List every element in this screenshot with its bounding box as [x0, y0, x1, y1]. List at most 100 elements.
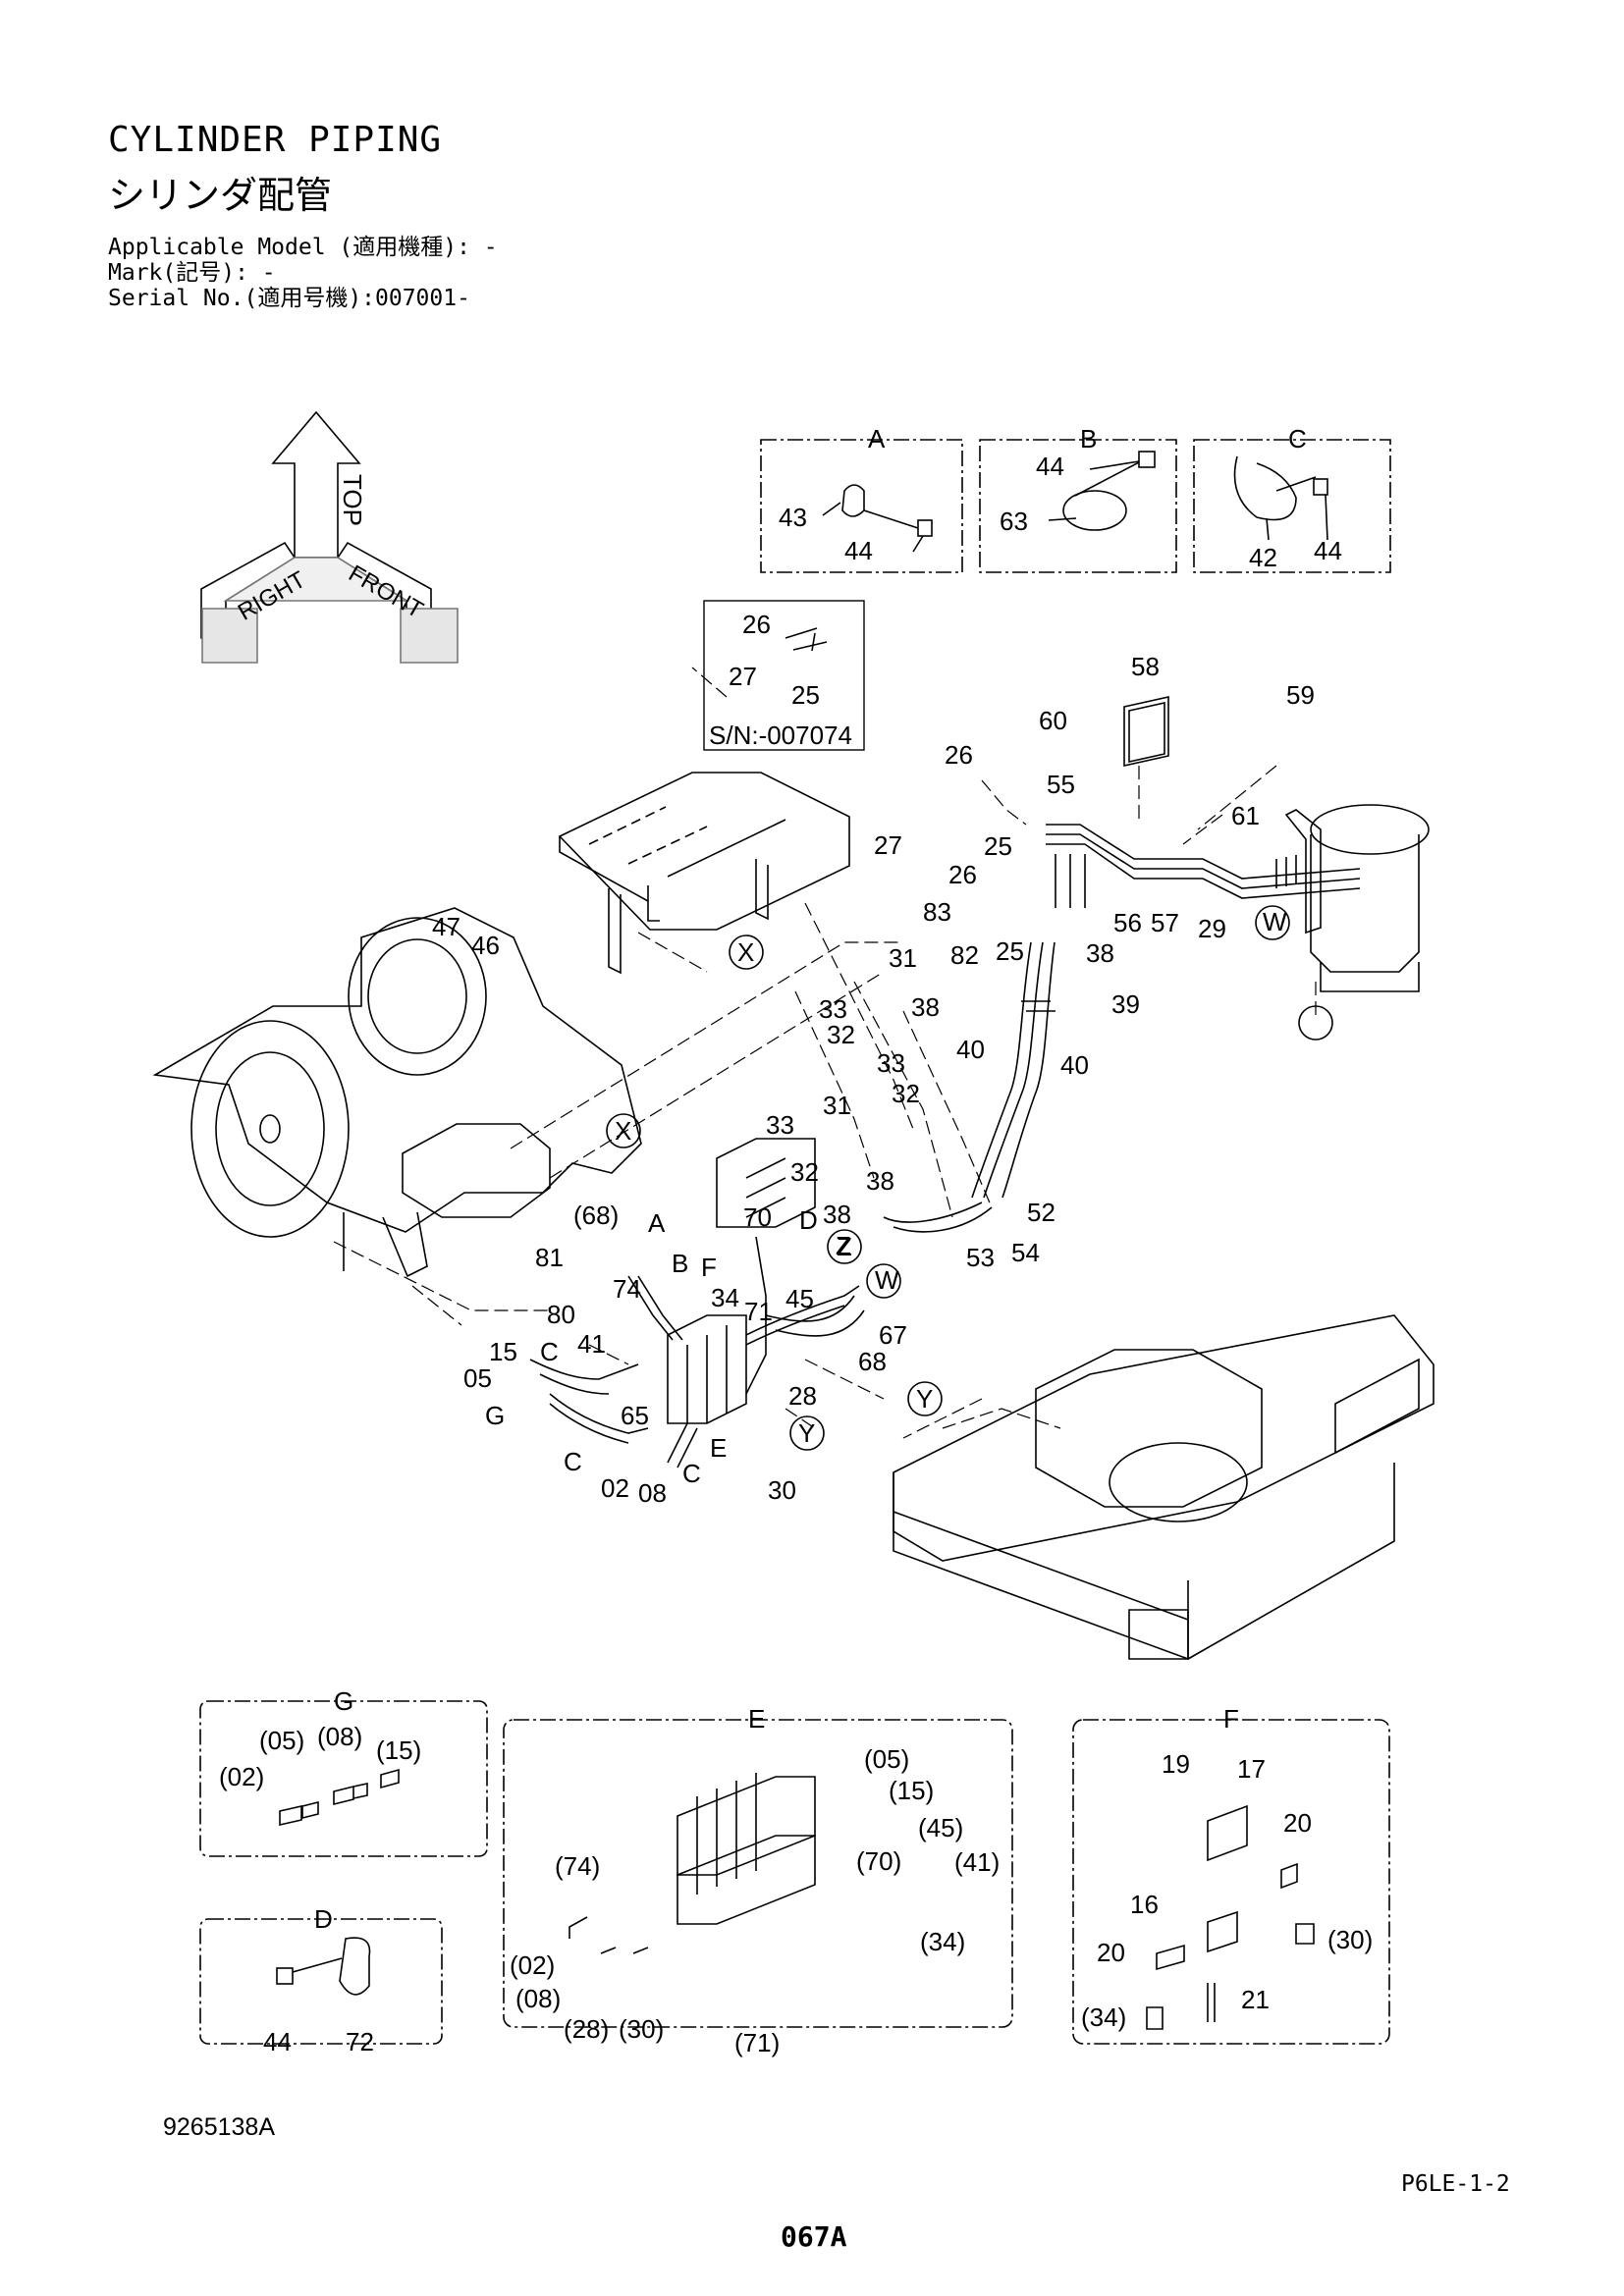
box-b-title: B: [1080, 424, 1097, 454]
callout: 53: [966, 1243, 995, 1272]
callout: 55: [1047, 770, 1075, 799]
callout: 26: [948, 860, 977, 889]
callout: 32: [892, 1079, 920, 1108]
callout: (08): [515, 1984, 561, 2013]
callout: Y: [798, 1418, 815, 1448]
callout: (30): [619, 2014, 664, 2044]
callout: Z: [836, 1231, 851, 1260]
callout: 15: [489, 1337, 517, 1366]
callout: (08): [317, 1722, 362, 1751]
callout: 42: [1249, 543, 1277, 572]
detail-box-g: [199, 1700, 488, 1857]
callout: 44: [263, 2027, 292, 2056]
callout: (34): [920, 1927, 965, 1956]
callout: (15): [376, 1735, 421, 1765]
page-number: 067A: [781, 2220, 847, 2253]
leader-lines: [333, 667, 1317, 1439]
filter-58: [1123, 696, 1169, 767]
detail-box-c: [1193, 439, 1391, 573]
callout: D: [799, 1205, 818, 1235]
callout: 61: [1231, 801, 1260, 830]
callout: 60: [1039, 706, 1067, 735]
orientation-top: TOP: [338, 474, 367, 526]
chassis-frame: [893, 1314, 1435, 1661]
callout: 57: [1151, 908, 1179, 937]
callout: X: [737, 937, 754, 967]
callout: 25: [791, 680, 820, 710]
callout: C: [540, 1337, 559, 1366]
applicable-model: Applicable Model (適用機種): -: [108, 235, 498, 260]
callout: 41: [577, 1329, 606, 1359]
engine-assembly: [152, 907, 642, 1278]
callout: C: [682, 1459, 701, 1488]
callout: 44: [1036, 452, 1064, 481]
pipe-set: [1046, 824, 1361, 908]
callout: 38: [911, 992, 940, 1022]
callout: 47: [432, 912, 460, 941]
callout: 44: [1314, 536, 1342, 565]
callout: (41): [954, 1847, 1000, 1877]
callout: 40: [1060, 1050, 1089, 1080]
callout: (05): [864, 1744, 909, 1774]
callout: W: [1263, 907, 1287, 936]
box-f-title: F: [1223, 1704, 1239, 1734]
callout: (30): [1327, 1925, 1373, 1954]
callout: 38: [866, 1166, 894, 1196]
callout: Z: [837, 1232, 852, 1261]
callout: W: [875, 1265, 899, 1295]
detail-box-f: [1072, 1719, 1390, 2045]
callout: 28: [788, 1381, 817, 1411]
page-title: CYLINDER PIPING: [108, 120, 443, 160]
callout: 44: [844, 536, 873, 565]
callout: 02: [601, 1473, 629, 1503]
callout: 26: [742, 610, 771, 639]
callout: C: [564, 1447, 582, 1476]
callout: 83: [923, 897, 951, 927]
callout: X: [615, 1116, 631, 1146]
callout: 52: [1027, 1198, 1056, 1227]
document-number: 9265138A: [163, 2113, 276, 2141]
callout: 38: [1086, 938, 1114, 968]
callout: 32: [827, 1020, 855, 1049]
callout: 45: [785, 1284, 814, 1313]
callout: (74): [555, 1851, 600, 1881]
hose-runs: [529, 1236, 865, 1468]
callout: 81: [535, 1243, 564, 1272]
page-title-japanese: シリンダ配管: [108, 174, 333, 217]
callout: 16: [1130, 1890, 1159, 1919]
callout: 34: [711, 1283, 739, 1312]
callout: (70): [856, 1846, 901, 1876]
callout: 33: [766, 1110, 794, 1140]
detail-box-e: [503, 1719, 1013, 2028]
detail-box-b: [979, 439, 1177, 573]
box-a-title: A: [868, 424, 886, 454]
callout: (02): [510, 1950, 555, 1980]
box-c-title: C: [1288, 424, 1307, 454]
callout: 27: [729, 662, 757, 691]
callout: 59: [1286, 680, 1315, 710]
serial-number: Serial No.(適用号機):007001-: [108, 286, 470, 311]
callout: F: [701, 1253, 717, 1282]
callout: 17: [1237, 1754, 1266, 1784]
box-g-title: G: [334, 1686, 353, 1716]
callout: (02): [219, 1762, 264, 1791]
callout: 32: [790, 1157, 819, 1187]
callout: (05): [259, 1726, 304, 1755]
callout: 63: [1000, 507, 1028, 536]
orientation-indicator: [200, 410, 459, 664]
detail-box-a: [760, 439, 963, 573]
callout: 08: [638, 1478, 667, 1508]
callout: Y: [916, 1384, 933, 1414]
callout: 25: [984, 831, 1012, 861]
callout: 40: [956, 1035, 985, 1064]
page-code: P6LE-1-2: [1401, 2171, 1510, 2197]
callout: 74: [613, 1274, 641, 1304]
callout: 31: [823, 1091, 851, 1120]
callout: 29: [1198, 914, 1226, 943]
callout: 71: [744, 1297, 773, 1326]
callout: A: [648, 1208, 666, 1238]
callout: 54: [1011, 1238, 1040, 1267]
detail-box-d: [199, 1918, 443, 2045]
mark: Mark(記号): -: [108, 260, 276, 286]
